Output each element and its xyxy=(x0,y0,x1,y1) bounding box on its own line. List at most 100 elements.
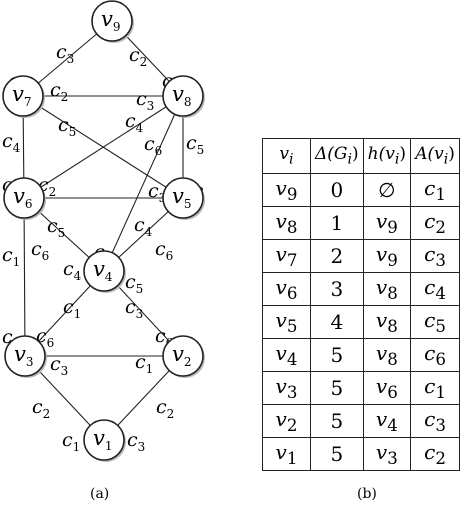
table-header-row: vi Δ(Gi) h(vi) A(vi) xyxy=(262,138,461,174)
edge-label-l20: c1 xyxy=(2,244,20,269)
edge-v8-v6 xyxy=(23,95,184,199)
header-assignment: A(vi) xyxy=(410,138,461,174)
table-cell: v2 xyxy=(262,404,311,438)
table-cell: v3 xyxy=(262,371,311,405)
edge-label-l2: c2 xyxy=(129,44,147,69)
table-cell: v8 xyxy=(362,305,412,339)
caption-b: (b) xyxy=(357,486,377,502)
edge-label-l8: c4 xyxy=(125,110,144,135)
table-cell: 5 xyxy=(310,338,364,372)
table-cell: v6 xyxy=(362,371,412,405)
edge-label-l19: c6 xyxy=(155,238,173,263)
header-degree: Δ(Gi) xyxy=(310,138,364,174)
node-v3: v3 xyxy=(4,335,47,378)
table-cell: 4 xyxy=(310,305,364,339)
node-label-v6: v6 xyxy=(13,184,33,211)
table-cell: c3 xyxy=(410,404,461,438)
table-cell: c1 xyxy=(410,173,461,207)
node-label-v8: v8 xyxy=(172,82,192,109)
caption-a: (a) xyxy=(90,486,110,502)
node-label-v7: v7 xyxy=(12,82,32,109)
node-label-v5: v5 xyxy=(172,184,192,211)
edge-label-l1: c3 xyxy=(56,41,74,66)
nodes: v9 v7 v8 v6 v5 v4 v3 v2 v1 xyxy=(2,0,205,462)
edge-label-l34: c3 xyxy=(127,429,145,454)
node-v8: v8 xyxy=(162,75,205,118)
edge-label-l24: c1 xyxy=(63,296,81,321)
edge-label-l29: c3 xyxy=(50,353,68,378)
table-cell: 5 xyxy=(310,437,364,471)
edge-label-l9: c4 xyxy=(2,130,21,155)
edge-label-l4: c2 xyxy=(50,79,68,104)
edge-label-l30: c1 xyxy=(135,351,153,376)
node-v2: v2 xyxy=(162,335,205,378)
node-label-v4: v4 xyxy=(93,257,113,284)
edge-label-l23: c5 xyxy=(125,271,143,296)
table-cell: c2 xyxy=(410,206,461,240)
table-cell: v9 xyxy=(362,206,412,240)
table-cell: v8 xyxy=(262,206,311,240)
table-cell: 3 xyxy=(310,272,364,306)
node-label-v1: v1 xyxy=(93,426,113,453)
edge-label-l5: c3 xyxy=(136,88,154,113)
table-cell: v3 xyxy=(362,437,412,471)
node-v4: v4 xyxy=(83,250,126,293)
table-cell: v8 xyxy=(362,338,412,372)
table-cell: v7 xyxy=(262,239,311,273)
table-cell: c1 xyxy=(410,371,461,405)
table-cell: v8 xyxy=(362,272,412,306)
header-parent: h(vi) xyxy=(362,138,412,174)
node-v5: v5 xyxy=(162,177,205,220)
node-label-v2: v2 xyxy=(172,342,192,369)
table-cell: v9 xyxy=(362,239,412,273)
edge-v8-v4 xyxy=(103,95,184,272)
edge-v6-v3 xyxy=(23,197,26,357)
table-cell: v6 xyxy=(262,272,311,306)
table-cell: 5 xyxy=(310,371,364,405)
node-v1: v1 xyxy=(83,419,126,462)
table-cell: c5 xyxy=(410,305,461,339)
table-cell: c4 xyxy=(410,272,461,306)
edge-label-l18: c6 xyxy=(31,238,49,263)
edge-label-l17: c4 xyxy=(134,214,153,239)
node-label-v3: v3 xyxy=(14,342,34,369)
table-cell: ∅ xyxy=(362,173,412,207)
header-vertex: vi xyxy=(262,138,311,174)
table-cell: v4 xyxy=(362,404,412,438)
edge-label-l27: c6 xyxy=(36,325,54,350)
table-cell: c6 xyxy=(410,338,461,372)
edge-label-l25: c3 xyxy=(125,296,143,321)
node-v9: v9 xyxy=(91,0,134,43)
node-label-v9: v9 xyxy=(101,7,121,34)
edge-label-l32: c2 xyxy=(156,396,174,421)
table-cell: c2 xyxy=(410,437,461,471)
table-cell: v5 xyxy=(262,305,311,339)
table-cell: v9 xyxy=(262,173,311,207)
edge-label-l13: c2 xyxy=(38,174,56,199)
table-cell: 2 xyxy=(310,239,364,273)
edge-label-l11: c5 xyxy=(186,132,204,157)
edge-label-l10: c6 xyxy=(144,133,162,158)
node-v7: v7 xyxy=(2,75,45,118)
edge-label-l33: c1 xyxy=(62,429,80,454)
table-cell: c3 xyxy=(410,239,461,273)
edge-label-l31: c2 xyxy=(32,396,50,421)
table-cell: v4 xyxy=(262,338,311,372)
table-cell: v1 xyxy=(262,437,311,471)
edge-label-l16: c5 xyxy=(47,215,65,240)
table-cell: 1 xyxy=(310,206,364,240)
table-cell: 0 xyxy=(310,173,364,207)
table-cell: 5 xyxy=(310,404,364,438)
graph-diagram: c3c2c1c2c3c1c5c4c4c6c5c3c2c3c2c5c4c6c6c1… xyxy=(2,0,205,462)
